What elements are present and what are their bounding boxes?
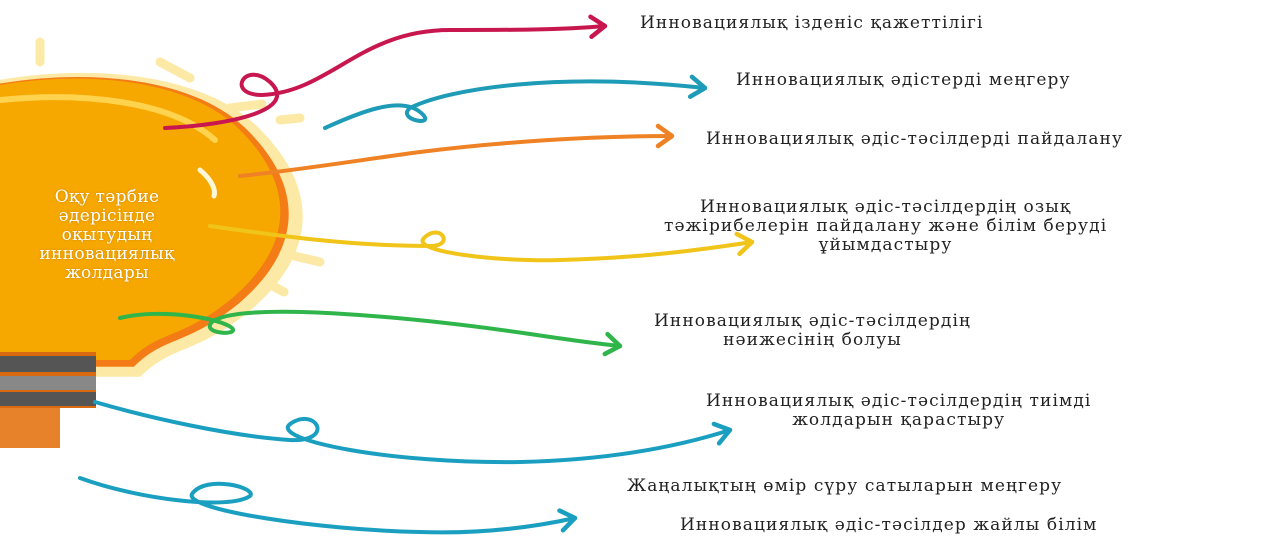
branch-label-2: Инновациялық әдістерді меңгеру — [736, 70, 1071, 90]
arrow-head-icon — [711, 421, 733, 446]
arrow-head-icon — [557, 508, 578, 533]
ray — [275, 113, 305, 125]
center-title-line: оқытудың — [61, 225, 153, 245]
arrow-curve — [238, 134, 674, 178]
arrow-curve — [323, 79, 707, 130]
arrow-head-icon — [687, 74, 708, 99]
bulb-socket-stripe — [0, 392, 96, 406]
branch-label-6: Инновациялық әдіс-тәсілдердің тиімді жол… — [706, 391, 1092, 430]
arrow-group — [78, 14, 755, 535]
bulb-shine — [197, 167, 217, 199]
arrow-head-icon — [655, 123, 675, 149]
arrow-curve — [93, 400, 732, 465]
center-title-line: инновациялық — [39, 244, 175, 264]
bulb-cap — [0, 408, 60, 448]
ray — [285, 250, 325, 267]
branch-label-4: Инновациялық әдіс-тәсілдердің озық тәжір… — [664, 197, 1108, 255]
ray — [225, 99, 267, 113]
center-title: Оқу тәрбие әдерісінде оқытудың инновация… — [18, 188, 196, 283]
center-title-line: жолдары — [65, 263, 149, 283]
branch-label-1: Инновациялық ізденіс қажеттілігі — [640, 13, 984, 33]
arrow-head-icon — [602, 331, 623, 357]
light-bulb-icon — [0, 72, 303, 448]
ray — [155, 57, 195, 83]
center-title-line: Оқу тәрбие — [54, 187, 160, 207]
branch-label-5: Инновациялық әдіс-тәсілдердің нәижесінің… — [654, 311, 972, 350]
arrow-curve — [163, 24, 607, 130]
branch-label-7: Жаңалықтың өмір сүру сатыларын меңгеру — [627, 476, 1063, 496]
arrow-head-icon — [734, 231, 755, 257]
arrow-curve — [208, 224, 754, 263]
bulb-socket-stripe — [0, 376, 96, 390]
arrow-head-icon — [588, 14, 608, 39]
arrow-curve — [78, 476, 577, 535]
center-title-line: әдерісінде — [58, 206, 156, 226]
bulb-glass — [0, 78, 281, 360]
bulb-socket-stripe — [0, 356, 96, 372]
arrow-curve — [118, 309, 622, 348]
branch-label-8: Инновациялық әдіс-тәсілдер жайлы білім — [680, 515, 1098, 535]
branch-label-3: Инновациялық әдіс-тәсілдерді пайдалану — [706, 129, 1124, 149]
